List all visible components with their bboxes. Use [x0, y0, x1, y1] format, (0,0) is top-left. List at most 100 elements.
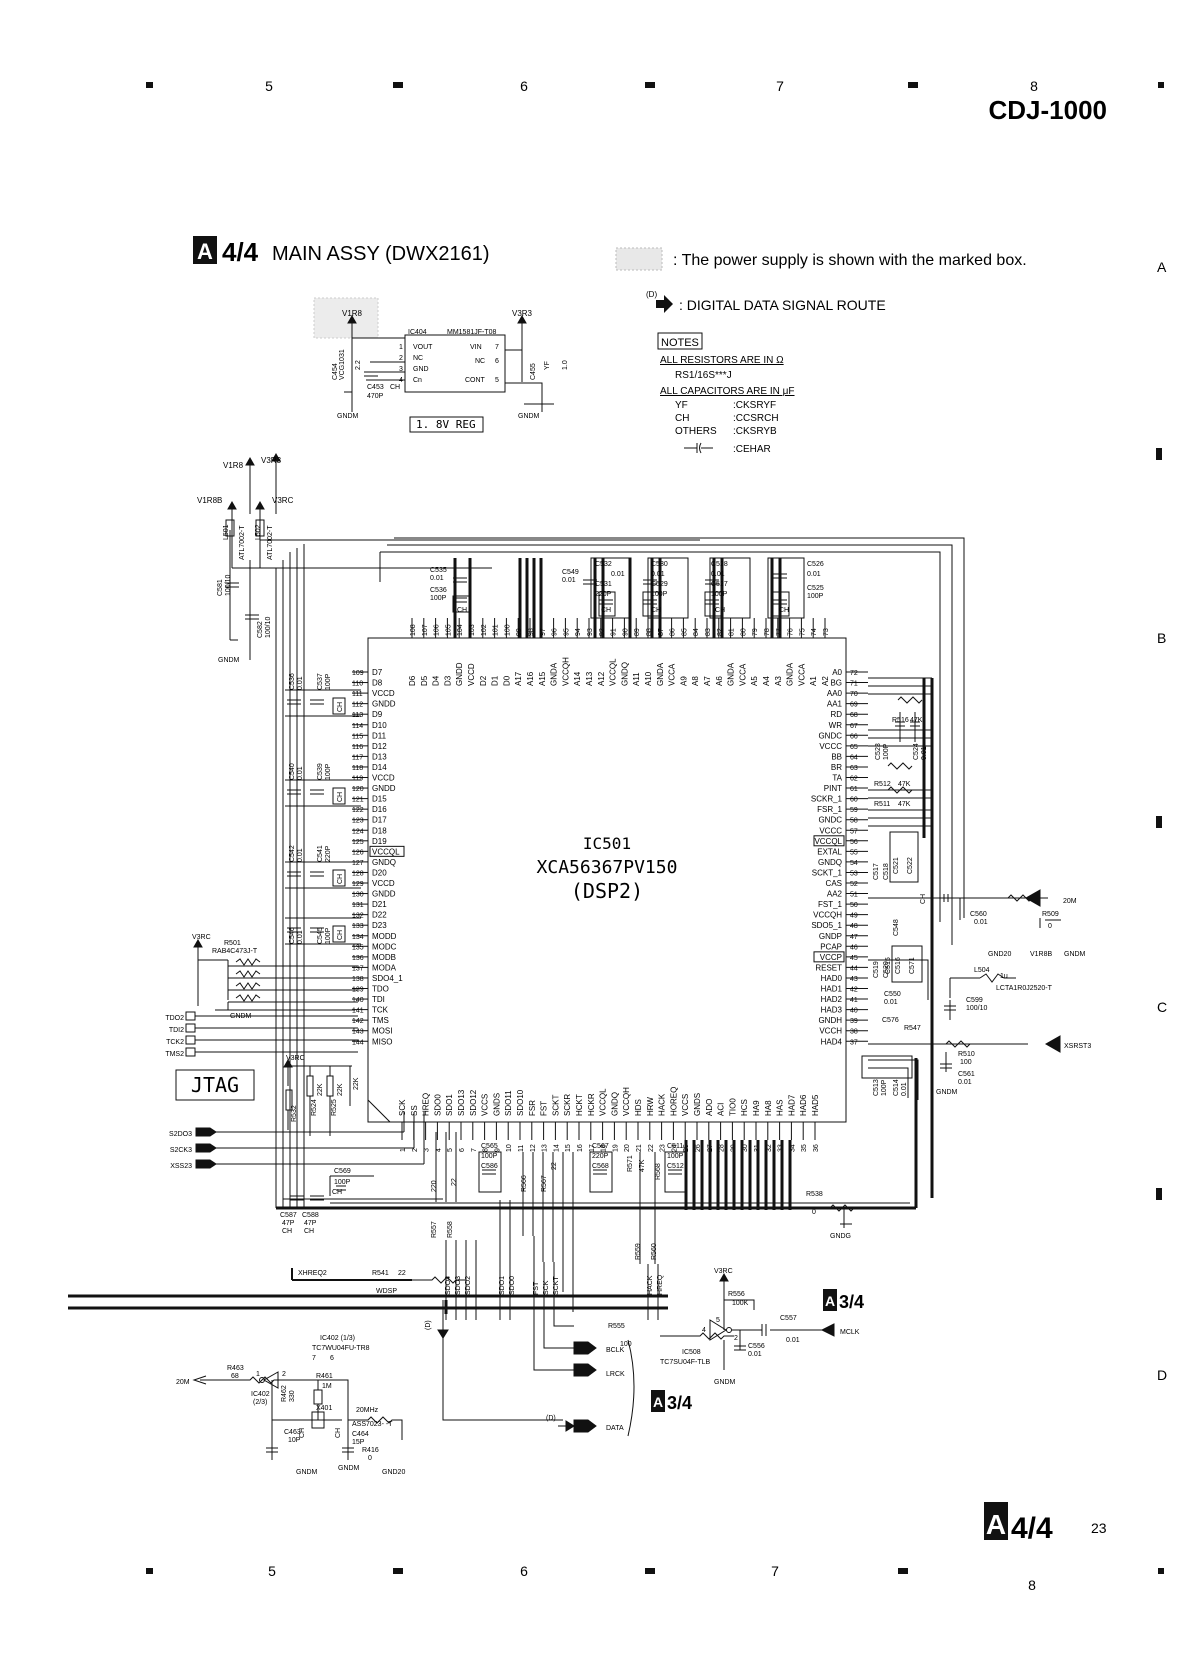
cap-value: 100P: [325, 927, 332, 944]
pin-number: 104: [457, 624, 464, 636]
res-value: 22K: [353, 1077, 360, 1090]
cap-ref: C539: [317, 763, 324, 780]
ic-part: TC7WU04FU-TR8: [312, 1345, 370, 1352]
cap-value: 0.01: [958, 1079, 972, 1086]
gnd-label: GNDM: [338, 1465, 360, 1472]
cap-value: 0.01: [651, 571, 665, 578]
pin-label: GNDD: [455, 662, 464, 686]
power-marked-box: [813, 951, 845, 963]
pin-number: 134: [352, 934, 364, 941]
cap-ref: C536: [430, 587, 447, 594]
pin-label: GNDQ: [818, 858, 842, 867]
grid-markers-side: A B C D: [1156, 259, 1167, 1383]
cap-ref: C588: [302, 1212, 319, 1219]
digital-tag: (D): [546, 1415, 556, 1422]
pin-label: GNDS: [693, 1093, 702, 1116]
pin-label: A0: [832, 668, 842, 677]
cap-ref: C581: [217, 579, 224, 596]
pin-label: HAD4: [821, 1037, 843, 1046]
pin-number: 90: [622, 628, 629, 636]
cap-ref: C532: [595, 561, 612, 568]
footer-badge: A: [986, 1509, 1006, 1540]
legend-digital-tag: (D): [646, 290, 657, 299]
notes-row-k: OTHERS: [675, 426, 717, 437]
cap-value: 0.01: [611, 571, 625, 578]
pin-number: 4: [702, 1327, 706, 1334]
cap-ref: C576: [882, 1017, 899, 1024]
pin-label: GNDQ: [610, 1092, 619, 1116]
pin-number: 89: [634, 628, 641, 636]
pin-number: 22: [648, 1144, 655, 1152]
pin-number: 97: [540, 628, 547, 636]
pin-number: 81: [729, 628, 736, 636]
cap-value: 0.01: [562, 577, 576, 584]
cap-ref: C567: [592, 1143, 609, 1150]
pin-number: 107: [422, 624, 429, 636]
notes-row-k: CH: [675, 413, 689, 424]
pin-label: A12: [597, 671, 606, 686]
gnd-label: GNDM: [296, 1469, 318, 1476]
pin-label: D22: [372, 911, 387, 920]
cap-ref: C517: [873, 863, 880, 880]
rail-label: V3RC: [192, 934, 211, 941]
clock-input: 20M: [1063, 898, 1077, 905]
pin-number: 124: [352, 828, 364, 835]
pin-number: 87: [658, 628, 665, 636]
cap-ref: C514: [893, 1079, 900, 1096]
pin-label: PINT: [824, 784, 842, 793]
pin-number: 73: [823, 628, 830, 636]
coil-ref: L504: [974, 967, 990, 974]
pin-number: 64: [850, 754, 858, 761]
pin-label: GNDS: [492, 1093, 501, 1116]
res-value: 1M: [322, 1383, 332, 1390]
cap-ref: C561: [958, 1071, 975, 1078]
pin-label: D1: [491, 675, 500, 686]
grid-col-5: 5: [265, 78, 273, 94]
pin-number: 96: [552, 628, 559, 636]
cap-type: CH: [715, 607, 725, 614]
regulator-labels: V1R8 V3R3 IC404 MM1581JF-T08 VOUT NC GND…: [332, 309, 569, 433]
res-ref: R560: [651, 1243, 658, 1260]
pin-number: 35: [801, 1144, 808, 1152]
pin-label: CONT: [465, 377, 486, 384]
pin-label: VIN: [470, 344, 482, 351]
cap-ref: C518: [883, 863, 890, 880]
gnd-label: GNDG: [830, 1233, 851, 1240]
pin-number: 41: [850, 997, 858, 1004]
res-value: 330: [289, 1390, 296, 1402]
output-signal: BCLK: [606, 1347, 625, 1354]
cap-ref: C528: [711, 561, 728, 568]
pin-number: 137: [352, 965, 364, 972]
pin-label: TCK: [372, 1006, 389, 1015]
cap-ref: C587: [280, 1212, 297, 1219]
ic-part: MM1581JF-T08: [447, 329, 497, 336]
cap-type: CH: [390, 384, 400, 391]
rail-label: V1R8: [223, 461, 244, 470]
pin-label: D5: [420, 675, 429, 686]
coil-ref: L501: [223, 524, 230, 540]
pin-label: HA9: [752, 1100, 761, 1116]
pin-label: D16: [372, 805, 387, 814]
pin-label: A6: [715, 676, 724, 686]
cap-value: 0.01: [921, 746, 928, 760]
bus-signal: FST: [533, 1281, 540, 1295]
pin-number: 5: [716, 1317, 720, 1324]
pin-number: 142: [352, 1018, 364, 1025]
pin-label: VCCS: [481, 1094, 490, 1116]
pin-label: SDO1: [445, 1094, 454, 1116]
pin-label: BB: [831, 752, 842, 761]
res-ref: R557: [431, 1221, 438, 1238]
pin-number: 8: [483, 1148, 490, 1152]
right-side-labels: R516 47K C523 100P C524 0.01 R512 47K R5…: [873, 717, 1091, 1096]
cap-ref: C586: [481, 1163, 498, 1170]
cap-value: 100P: [711, 591, 728, 598]
pin-number: 47: [850, 934, 858, 941]
res-ref: R462: [281, 1385, 288, 1402]
pin-number: 70: [850, 691, 858, 698]
pin-label: D20: [372, 868, 387, 877]
pin-label: SCKT: [551, 1095, 560, 1116]
pin-number: 140: [352, 997, 364, 1004]
pin-label: HAD5: [811, 1094, 820, 1116]
grid-col-8: 8: [1028, 1577, 1036, 1593]
